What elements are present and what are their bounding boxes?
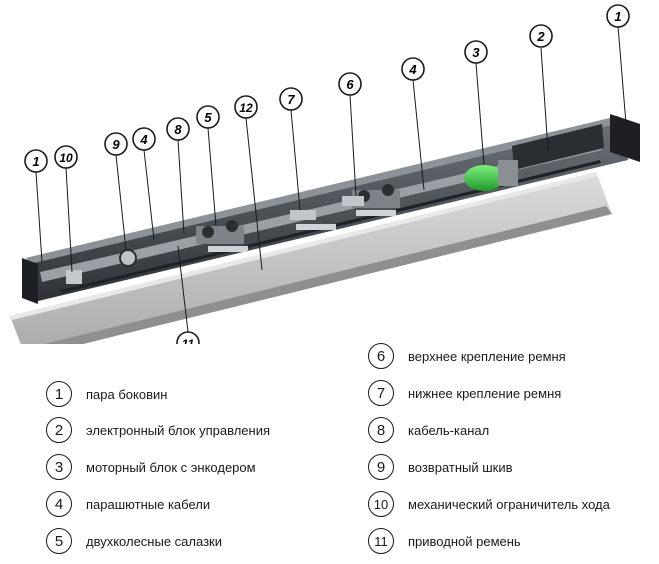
callout-4-left: 4 (132, 127, 156, 241)
profile-top-edge (26, 116, 624, 264)
legend-label: парашютные кабели (86, 496, 211, 512)
legend-label: механический ограничитель хода (408, 496, 610, 512)
svg-text:9: 9 (112, 137, 120, 152)
legend-item-9: 9 возвратный шкив (368, 453, 513, 481)
legend-item-6: 6 верхнее крепление ремня (368, 342, 566, 370)
callout-7: 7 (279, 87, 303, 211)
callout-11: 11 (176, 245, 200, 344)
legend-item-4: 4 парашютные кабели (46, 490, 210, 518)
svg-text:2: 2 (536, 29, 545, 44)
hanger-plate-2 (296, 224, 336, 230)
motor-unit (464, 165, 504, 191)
legend-label: пара боковин (86, 386, 168, 402)
end-plate-left (22, 258, 38, 304)
legend-label: нижнее крепление ремня (408, 385, 562, 401)
legend-item-7: 7 нижнее крепление ремня (368, 379, 561, 407)
legend-label: кабель-канал (408, 422, 490, 438)
legend-item-1: 1 пара боковин (46, 380, 167, 408)
svg-text:3: 3 (472, 45, 480, 60)
control-unit (512, 124, 604, 170)
hanger-plate-1 (208, 246, 248, 252)
svg-text:4: 4 (139, 132, 148, 147)
legend-number: 5 (46, 528, 72, 554)
legend-number: 9 (368, 454, 394, 480)
legend-item-5: 5 двухколесные салазки (46, 527, 222, 555)
mechanical-stop (66, 270, 82, 284)
callout-2: 2 (529, 24, 553, 151)
legend-number: 11 (368, 528, 394, 554)
svg-text:10: 10 (59, 151, 73, 165)
svg-text:6: 6 (346, 77, 354, 92)
legend-item-3: 3 моторный блок с энкодером (46, 453, 256, 481)
cover-profile-top (10, 172, 598, 320)
cover-profile-bottom (44, 206, 612, 344)
svg-text:8: 8 (174, 122, 182, 137)
cover-profile (10, 172, 612, 344)
svg-text:1: 1 (614, 9, 621, 24)
legend-number: 8 (368, 417, 394, 443)
callout-8: 8 (166, 117, 190, 235)
callout-9: 9 (104, 132, 128, 251)
svg-text:12: 12 (239, 101, 253, 115)
legend-item-11: 11 приводной ремень (368, 527, 521, 555)
callout-1-right: 1 (606, 4, 630, 125)
legend-number: 1 (46, 381, 72, 407)
legend-number: 7 (368, 380, 394, 406)
svg-text:7: 7 (287, 92, 295, 107)
hanger-plate-3 (356, 210, 396, 216)
svg-text:4: 4 (408, 62, 417, 77)
legend-number: 10 (368, 491, 394, 517)
callout-3: 3 (464, 40, 488, 166)
callout-10: 10 (54, 145, 78, 273)
motor-gearbox (498, 160, 518, 186)
guide-rail (40, 142, 602, 282)
svg-text:1: 1 (32, 154, 39, 169)
legend-number: 2 (46, 417, 72, 443)
callout-layer: 1 2 3 4 6 7 12 5 8 4 (24, 4, 630, 344)
svg-text:5: 5 (204, 110, 212, 125)
return-pulley (119, 249, 137, 267)
legend-item-8: 8 кабель-канал (368, 416, 489, 444)
end-plate-right (610, 114, 640, 162)
legend-label: электронный блок управления (86, 422, 271, 438)
legend-item-2: 2 электронный блок управления (46, 416, 270, 444)
legend-label: двухколесные салазки (86, 533, 222, 549)
door-operator-diagram (10, 114, 640, 344)
legend-item-10: 10 механический ограничитель хода (368, 490, 610, 518)
upper-belt-clamp (342, 196, 364, 206)
legend-label: моторный блок с энкодером (86, 459, 256, 475)
carriage-left (196, 220, 244, 244)
callout-4-right: 4 (401, 57, 425, 191)
legend-number: 3 (46, 454, 72, 480)
legend-number: 6 (368, 343, 394, 369)
legend-number: 4 (46, 491, 72, 517)
legend-label: верхнее крепление ремня (408, 348, 566, 364)
callout-6: 6 (338, 72, 362, 197)
legend-label: возвратный шкив (408, 459, 513, 475)
svg-text:11: 11 (182, 337, 195, 344)
lower-belt-clamp (290, 210, 316, 220)
callout-1-left: 1 (24, 149, 48, 263)
legend-label: приводной ремень (408, 533, 521, 549)
callout-5: 5 (196, 105, 220, 227)
callout-12: 12 (234, 95, 263, 271)
